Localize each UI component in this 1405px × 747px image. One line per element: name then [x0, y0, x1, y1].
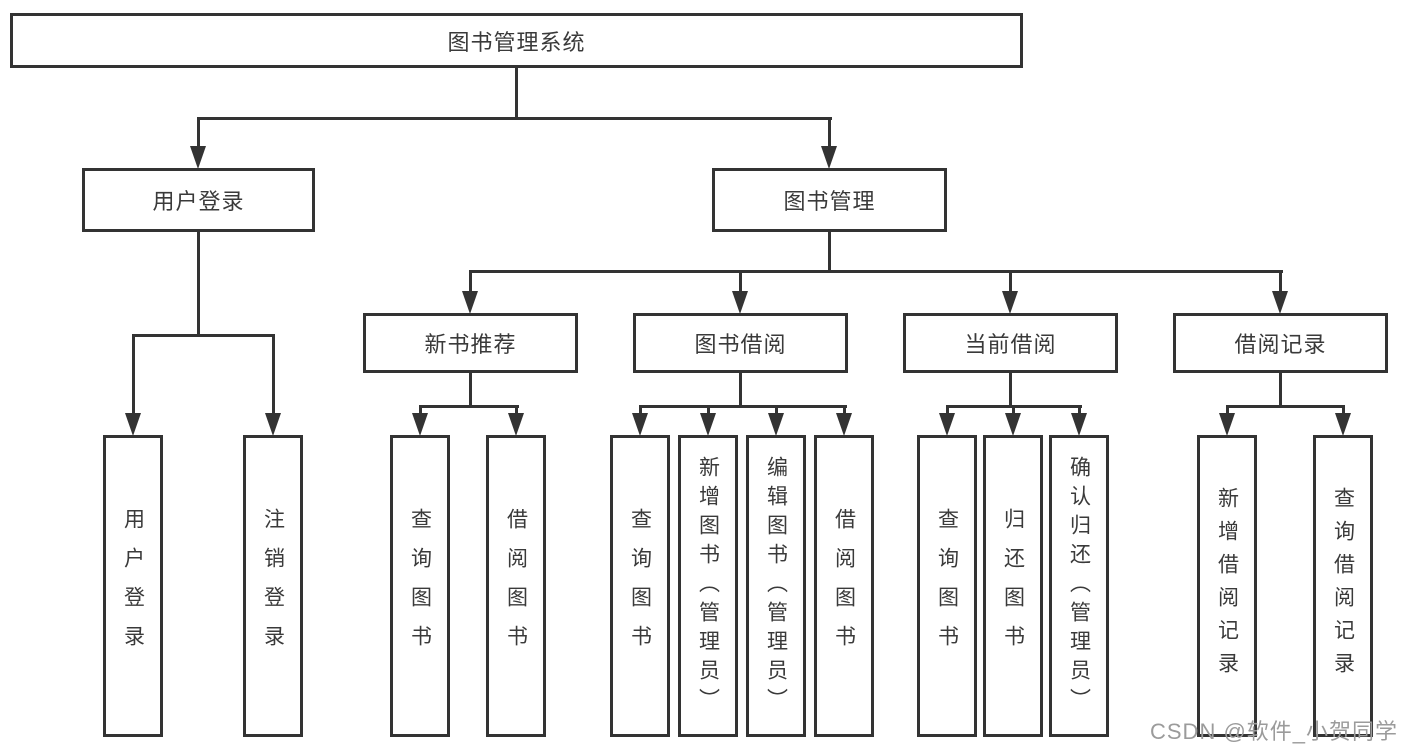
arrow-user-login — [190, 146, 206, 169]
node-book-borrow: 图书借阅 — [633, 313, 848, 373]
connector-borrow-1 — [639, 405, 642, 415]
root-node-label: 图书管理系统 — [447, 29, 586, 55]
leaf-add-borrow-record: 新增借阅记录 — [1197, 435, 1257, 737]
connector-records-splitter — [1226, 405, 1345, 408]
arrow-query-books-recommend — [412, 413, 428, 436]
arrow-leaf-logout — [265, 413, 281, 436]
leaf-borrow-books-borrow: 借阅图书 — [814, 435, 874, 737]
connector-current-1 — [946, 405, 949, 415]
leaf-add-books-admin: 新增图书（管理员） — [678, 435, 738, 737]
node-borrow-records-label: 借阅记录 — [1234, 332, 1327, 357]
leaf-user-login: 用户登录 — [103, 435, 163, 737]
connector-to-borrow-records — [1279, 270, 1282, 292]
leaf-add-books-admin-label: 新增图书（管理员） — [696, 455, 720, 717]
connector-to-user-login — [197, 117, 200, 149]
arrow-query-books-borrow — [632, 413, 648, 436]
connector-current-stem — [1009, 373, 1012, 408]
leaf-query-books-current: 查询图书 — [917, 435, 977, 737]
leaf-borrow-books-borrow-label: 借阅图书 — [832, 508, 856, 664]
leaf-edit-books-admin: 编辑图书（管理员） — [746, 435, 806, 737]
connector-borrow-splitter — [639, 405, 847, 408]
connector-borrow-4 — [843, 405, 846, 415]
leaf-borrow-books-recommend-label: 借阅图书 — [504, 508, 528, 664]
node-book-management-label: 图书管理 — [783, 189, 876, 214]
leaf-query-borrow-record: 查询借阅记录 — [1313, 435, 1373, 737]
leaf-user-login-label: 用户登录 — [121, 508, 145, 664]
leaf-add-borrow-record-label: 新增借阅记录 — [1215, 487, 1239, 685]
connector-book-management-splitter — [469, 270, 1283, 273]
leaf-borrow-books-recommend: 借阅图书 — [486, 435, 546, 737]
arrow-query-borrow-record — [1335, 413, 1351, 436]
arrow-add-borrow-record — [1219, 413, 1235, 436]
arrow-new-book-recommend — [462, 291, 478, 314]
leaf-return-books-label: 归还图书 — [1001, 508, 1025, 664]
leaf-query-books-borrow-label: 查询图书 — [628, 508, 652, 664]
connector-recommend-right — [515, 405, 518, 415]
node-book-management: 图书管理 — [712, 168, 947, 232]
connector-to-leaf-user-login — [132, 334, 135, 416]
connector-recommend-splitter — [419, 405, 519, 408]
arrow-borrow-books-recommend — [508, 413, 524, 436]
root-node-library-management-system: 图书管理系统 — [10, 13, 1023, 68]
arrow-book-borrow — [732, 291, 748, 314]
node-user-login-label: 用户登录 — [152, 189, 245, 214]
arrow-return-books — [1005, 413, 1021, 436]
arrow-leaf-user-login — [125, 413, 141, 436]
leaf-edit-books-admin-label: 编辑图书（管理员） — [764, 455, 788, 717]
csdn-watermark: CSDN @软件_小贺同学 — [1150, 719, 1399, 744]
leaf-query-books-borrow: 查询图书 — [610, 435, 670, 737]
leaf-logout-login-label: 注销登录 — [261, 508, 285, 664]
node-new-book-recommend-label: 新书推荐 — [424, 332, 517, 357]
leaf-query-books-recommend-label: 查询图书 — [408, 508, 432, 664]
connector-borrow-3 — [775, 405, 778, 415]
connector-recommend-left — [419, 405, 422, 415]
connector-to-current-borrow — [1009, 270, 1012, 292]
arrow-borrow-books-borrow — [836, 413, 852, 436]
connector-recommend-stem — [469, 373, 472, 408]
connector-records-stem — [1279, 373, 1282, 408]
node-current-borrow-label: 当前借阅 — [964, 332, 1057, 357]
node-user-login: 用户登录 — [82, 168, 315, 232]
leaf-confirm-return-admin: 确认归还（管理员） — [1049, 435, 1109, 737]
node-current-borrow: 当前借阅 — [903, 313, 1118, 373]
arrow-borrow-records — [1272, 291, 1288, 314]
connector-to-new-book-recommend — [469, 270, 472, 292]
arrow-edit-books-admin — [768, 413, 784, 436]
leaf-return-books: 归还图书 — [983, 435, 1043, 737]
connector-user-login-splitter — [132, 334, 275, 337]
node-book-borrow-label: 图书借阅 — [694, 332, 787, 357]
connector-root-stem — [515, 68, 518, 120]
arrow-add-books-admin — [700, 413, 716, 436]
connector-borrow-stem — [739, 373, 742, 408]
connector-root-splitter — [197, 117, 832, 120]
leaf-logout-login: 注销登录 — [243, 435, 303, 737]
connector-records-left — [1226, 405, 1229, 415]
leaf-query-books-current-label: 查询图书 — [935, 508, 959, 664]
arrow-current-borrow — [1002, 291, 1018, 314]
connector-records-right — [1342, 405, 1345, 415]
connector-to-book-management — [828, 117, 831, 149]
connector-user-login-stem — [197, 232, 200, 336]
connector-borrow-2 — [707, 405, 710, 415]
node-new-book-recommend: 新书推荐 — [363, 313, 578, 373]
arrow-book-management — [821, 146, 837, 169]
connector-current-3 — [1078, 405, 1081, 415]
leaf-query-books-recommend: 查询图书 — [390, 435, 450, 737]
connector-current-2 — [1012, 405, 1015, 415]
arrow-confirm-return-admin — [1071, 413, 1087, 436]
node-borrow-records: 借阅记录 — [1173, 313, 1388, 373]
connector-to-leaf-logout — [272, 334, 275, 416]
arrow-query-books-current — [939, 413, 955, 436]
leaf-query-borrow-record-label: 查询借阅记录 — [1331, 487, 1355, 685]
connector-book-management-stem — [828, 232, 831, 273]
leaf-confirm-return-admin-label: 确认归还（管理员） — [1067, 455, 1091, 717]
connector-to-book-borrow — [739, 270, 742, 292]
